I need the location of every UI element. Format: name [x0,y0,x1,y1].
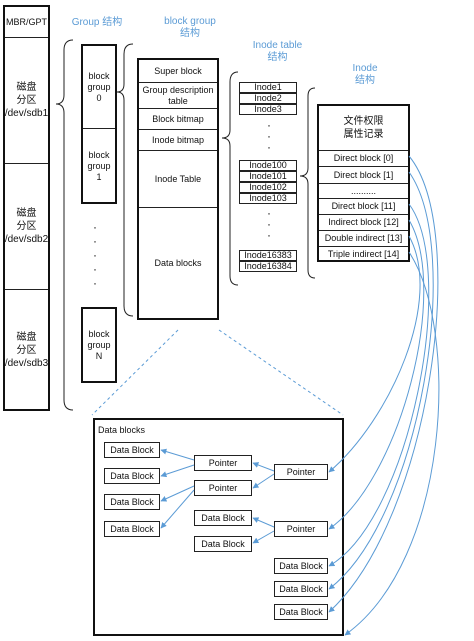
pointer: Pointer [274,464,328,480]
curve-direct-1 [328,171,434,590]
block-group-structure: Super block Group description table Bloc… [137,58,219,320]
pointer: Pointer [194,480,252,496]
leader-right [218,329,344,416]
arrow-outer2-db6 [252,530,275,544]
inode-ellipsis: ··· [267,206,271,242]
inode-entry: Inode2 [239,93,297,104]
arrow-pointer1-db1 [160,448,195,461]
data-block: Data Block [274,581,328,597]
direct-block-1: Direct block [1] [333,169,394,180]
data-block: Data Block [104,521,160,537]
triple-indirect-14: Triple indirect [14] [327,248,400,259]
arrow-pointer2-db4 [160,489,195,529]
double-indirect-13: Double indirect [13] [324,233,403,243]
block-group-header: block group 结构 [164,16,216,39]
curve-direct-11 [328,203,430,567]
data-block: Data Block [104,468,160,484]
block-group-0: block group 0 [87,70,111,103]
data-block: Data Block [274,604,328,620]
leader-left [91,329,179,416]
arrow-pointer2-db3 [160,485,195,502]
arrow-outer2-db5 [252,517,275,528]
inode-ellipsis: ··· [267,118,271,154]
disk-column: MBR/GPT 磁盘 分区 /dev/sdb1 磁盘 分区 /dev/sdb2 … [3,5,50,411]
direct-block-0: Direct block [0] [333,153,394,163]
direct-block-11: Direct block [11] [331,201,396,211]
inode-structure: 文件权限 属性记录 Direct block [0] Direct block … [317,104,410,262]
group-header: Group 结构 [71,17,123,28]
curve-indirect-12 [328,219,425,530]
super-block: Super block [154,65,202,76]
curve-triple-14 [344,251,440,636]
data-block: Data Block [274,558,328,574]
block-group-1: block group 1 [87,149,111,182]
inode-entry: Inode103 [239,193,297,204]
inode-table-field: Inode Table [154,173,202,184]
mbr-gpt-cell: MBR/GPT [5,16,47,27]
inode-entry: Inode16384 [239,261,297,272]
block-group-n: block group N [81,307,117,383]
data-block: Data Block [194,510,252,526]
groups-ellipsis: ····· [93,220,97,290]
inode-entry: Inode100 [239,160,297,171]
group-description-table: Group description table [142,84,214,106]
curve-double-13 [328,235,421,473]
brace-inode-table [221,71,239,286]
brace-block-group [116,43,134,317]
brace-inode [299,87,316,279]
pointer: Pointer [274,521,328,537]
partition-sdb1: 磁盘 分区 /dev/sdb1 [4,82,49,119]
data-block: Data Block [194,536,252,552]
partition-sdb2: 磁盘 分区 /dev/sdb2 [4,208,49,245]
inode-entry: Inode16383 [239,250,297,261]
arrow-outer1-pointer1 [252,462,275,472]
file-permission-record: 文件权限 属性记录 [343,116,384,140]
block-bitmap: Block bitmap [152,113,204,124]
indirect-block-12: Indirect block [12] [328,217,399,227]
inode-entry: Inode1 [239,82,297,93]
inode-bitmap: Inode bitmap [151,134,205,145]
direct-block-ellipsis: .......... [350,185,376,196]
data-block: Data Block [104,442,160,458]
inode-table-header: Inode table 结构 [252,40,303,63]
brace-group [55,39,74,411]
block-groups-column: block group 0 block group 1 [81,44,117,204]
pointer: Pointer [194,455,252,471]
arrow-pointer1-db2 [160,464,195,478]
data-blocks-panel-title: Data blocks [98,425,146,435]
inode-entry: Inode101 [239,171,297,182]
partition-sdb3: 磁盘 分区 /dev/sdb3 [4,331,49,369]
arrow-outer1-pointer2 [252,473,275,489]
data-block: Data Block [104,494,160,510]
inode-entry: Inode102 [239,182,297,193]
inode-entry: Inode3 [239,104,297,115]
inode-header: Inode 结构 [352,63,378,86]
data-blocks-field: Data blocks [154,257,202,268]
curve-direct-0 [328,155,439,613]
